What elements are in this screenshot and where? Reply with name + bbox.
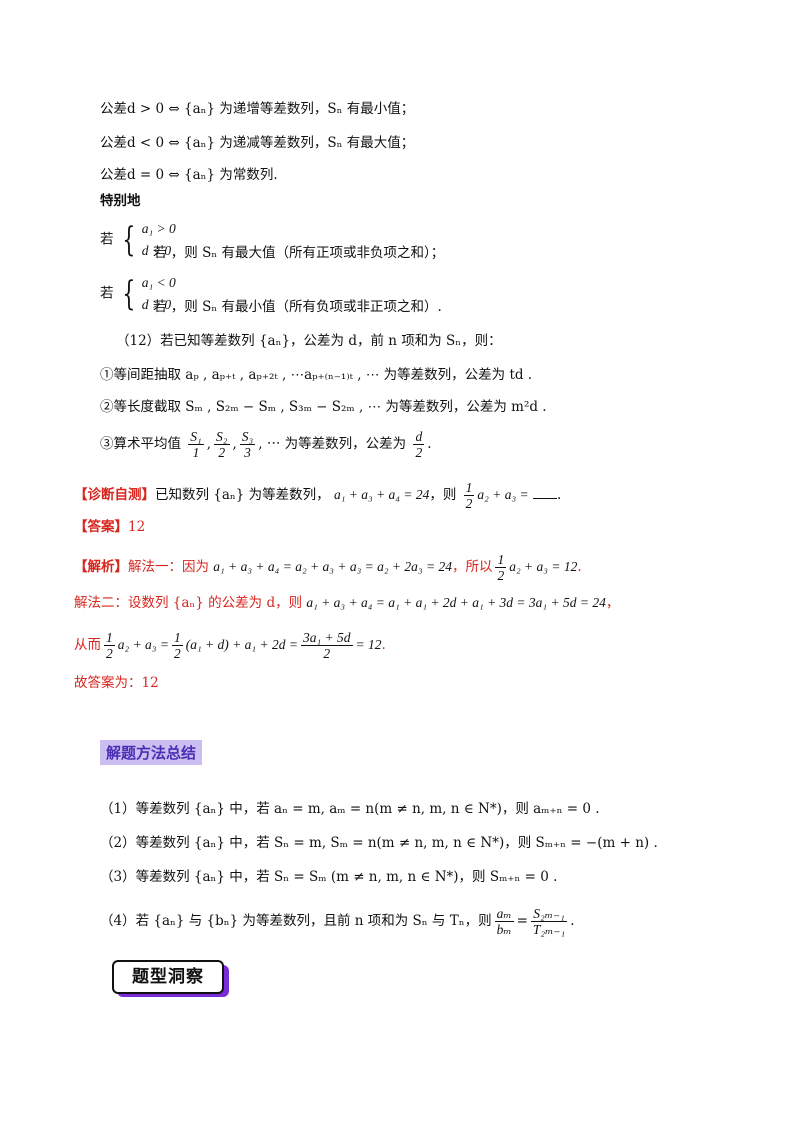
brace-icon: {	[122, 220, 136, 260]
case-2-conditions: a₁ < 0 d > 0	[142, 272, 176, 316]
brace-icon: {	[122, 274, 136, 314]
final-answer: 故答案为：12	[74, 675, 159, 691]
property-line-3: 公差d = 0 ⇔ {aₙ} 为常数列.	[100, 167, 278, 183]
case-1: 若 { a₁ > 0 d < 0	[100, 218, 176, 262]
property-12-item-2: ②等长度截取 Sₘ , S₂ₘ − Sₘ , S₃ₘ − S₂ₘ , ⋯ 为等差…	[100, 399, 547, 415]
property-12-item-1: ①等间距抽取 aₚ , aₚ₊ₜ , aₚ₊₂ₜ , ⋯aₚ₊₍ₙ₋₁₎ₜ , …	[100, 367, 533, 383]
method-rule-1: （1）等差数列 {aₙ} 中，若 aₙ = m, aₘ = n(m ≠ n, m…	[100, 801, 600, 817]
answer-label: 【答案】	[74, 519, 128, 535]
diagnosis: 【诊断自测】已知数列 {aₙ} 为等差数列， a₁ + a₃ + a₄ = 24…	[74, 480, 561, 511]
method-3-mid-2: (a₁ + d) + a₁ + 2d =	[185, 637, 298, 652]
diagnosis-equation: a₁ + a₃ + a₄ = 24	[333, 487, 430, 502]
method-1-text: 解法一：因为	[128, 559, 214, 575]
case-1-text: 若 ，则 Sₙ 有最大值（所有正项或非负项之和）；	[153, 245, 445, 261]
case-2-text: 若 ，则 Sₙ 有最小值（所有负项或非正项之和）.	[153, 299, 442, 315]
method-1-tail: a₂ + a₃ = 12	[509, 559, 578, 574]
answer: 【答案】12	[74, 518, 145, 536]
section-tag-label: 题型洞察	[112, 960, 224, 994]
case-1-conditions: a₁ > 0 d < 0	[142, 218, 176, 262]
method-rule-2: （2）等差数列 {aₙ} 中，若 Sₙ = m, Sₘ = n(m ≠ n, m…	[100, 835, 658, 851]
rule-4-end: .	[570, 913, 575, 929]
method-2-end: ，	[605, 595, 620, 611]
property-line-2: 公差d < 0 ⇔ {aₙ} 为递减等差数列，Sₙ 有最大值；	[100, 135, 415, 151]
diagnosis-text-b: ，则	[429, 487, 457, 503]
item-3-middle: 为等差数列，公差为	[284, 436, 407, 452]
avg-ellipsis: , ⋯	[258, 436, 281, 452]
case-1-bottom: d < 0	[141, 243, 172, 258]
case-1-top: a₁ > 0	[141, 221, 176, 236]
property-line-1: 公差d > 0 ⇔ {aₙ} 为递增等差数列，Sₙ 有最小值；	[100, 101, 415, 117]
answer-blank	[532, 488, 557, 499]
method-2-text: 解法二：设数列 {aₙ} 的公差为 d，则	[74, 595, 307, 611]
case-2-bottom: d > 0	[141, 297, 172, 312]
tag-bar	[132, 993, 202, 996]
analysis-label: 【解析】	[74, 559, 128, 575]
method-3-tail: = 12	[355, 637, 382, 652]
analysis-method-2: 解法二：设数列 {aₙ} 的公差为 d，则 a₁ + a₃ + a₄ = a₁ …	[74, 594, 619, 612]
diagnosis-text-a: 已知数列 {aₙ} 为等差数列，	[155, 487, 330, 503]
method-3-text: 从而	[74, 637, 101, 653]
method-rule-4: （4）若 {aₙ} 与 {bₙ} 为等差数列，且前 n 项和为 Sₙ 与 Tₙ，…	[100, 906, 575, 937]
case-2-top: a₁ < 0	[141, 275, 176, 290]
case-1-prefix: 若	[100, 231, 114, 248]
method-1-equation: a₁ + a₃ + a₄ = a₂ + a₃ + a₃ = a₂ + 2a₃ =…	[213, 559, 452, 574]
item-3-prefix: ③算术平均值	[100, 436, 181, 452]
method-rule-3: （3）等差数列 {aₙ} 中，若 Sₙ = Sₘ (m ≠ n, m, n ∈ …	[100, 869, 558, 885]
answer-value: 12	[128, 519, 146, 535]
property-12: （12）若已知等差数列 {aₙ}，公差为 d，前 n 项和为 Sₙ，则：	[116, 333, 502, 349]
case-2-prefix: 若	[100, 285, 114, 302]
diagnosis-end: .	[556, 487, 562, 503]
method-summary-title: 解题方法总结	[100, 740, 203, 765]
diagnosis-label: 【诊断自测】	[74, 487, 155, 503]
special-heading: 特别地	[100, 193, 141, 209]
method-3-mid: a₂ + a₃ =	[117, 637, 169, 652]
analysis-method-1: 【解析】解法一：因为 a₁ + a₃ + a₄ = a₂ + a₃ + a₃ =…	[74, 552, 582, 583]
rule-4-text: （4）若 {aₙ} 与 {bₙ} 为等差数列，且前 n 项和为 Sₙ 与 Tₙ，…	[100, 913, 492, 929]
method-1-mid: ，所以	[451, 559, 493, 575]
method-2-equation: a₁ + a₃ + a₄ = a₁ + a₁ + 2d + a₁ + 3d = …	[306, 595, 606, 610]
case-2: 若 { a₁ < 0 d > 0	[100, 272, 176, 316]
section-tag: 题型洞察	[112, 960, 230, 998]
diagnosis-tail: a₂ + a₃ =	[477, 487, 529, 502]
